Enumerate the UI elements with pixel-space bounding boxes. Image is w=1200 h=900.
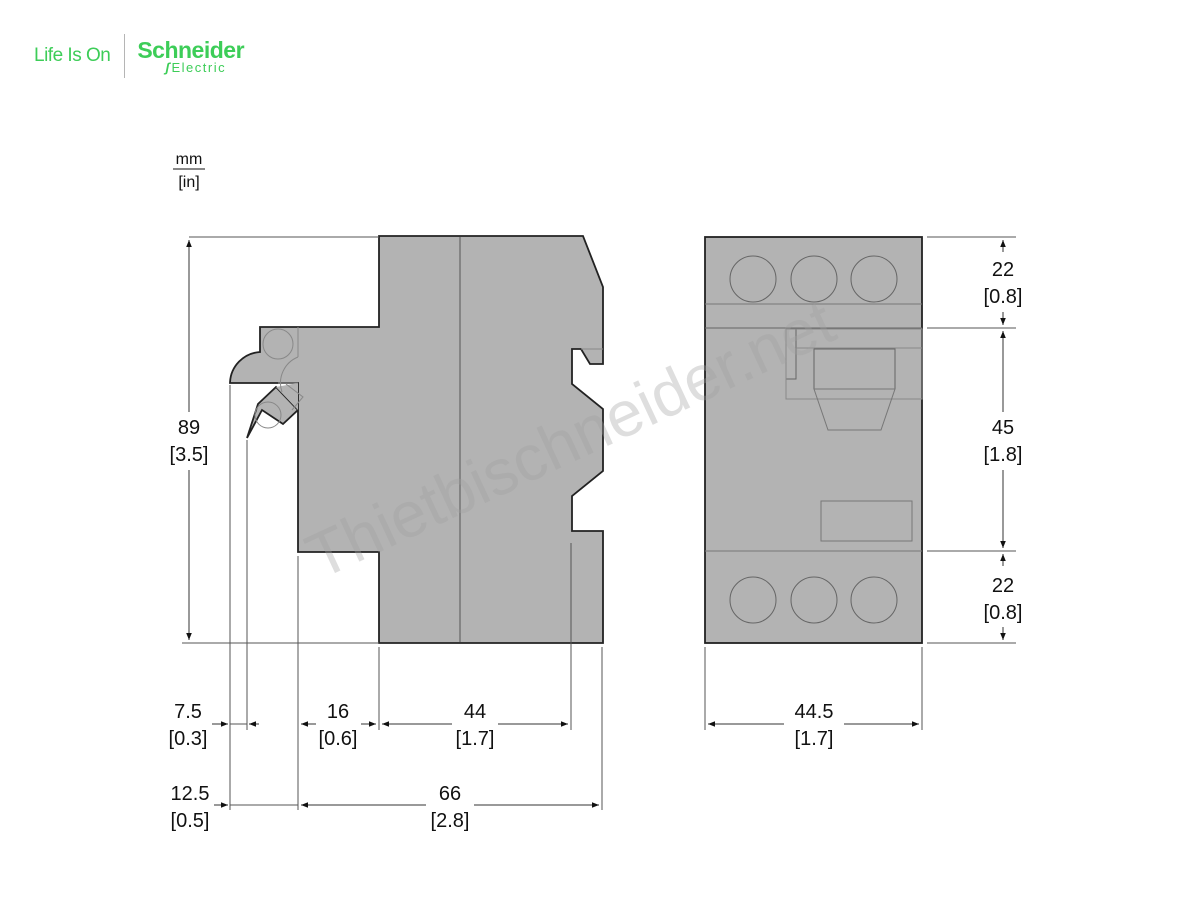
dim-7-5-in: [0.3] [169,728,208,750]
dim-66-mm: 66 [439,783,461,805]
dim-front-bottom-in: [0.8] [984,602,1023,624]
tagline-life-is-on: Life Is On [34,45,111,66]
terminal-bottom-1 [729,576,777,624]
terminal-bottom-3 [850,576,898,624]
dim-12-5-mm: 12.5 [171,783,210,805]
front-view: 22 [0.8] 45 [1.8] 22 [0.8] 44.5 [1.7] [704,236,1023,750]
label-window [820,500,913,542]
dim-front-middle-mm: 45 [992,417,1014,439]
brand-subtitle-text: Electric [171,59,227,75]
terminal-top-1 [729,255,777,303]
side-view-body [229,235,604,644]
dim-66-in: [2.8] [431,810,470,832]
dim-height-in: [3.5] [170,444,209,466]
dim-12-5-in: [0.5] [171,810,210,832]
units-legend: mm [in] [173,151,205,191]
terminal-bottom-2 [790,576,838,624]
dim-44-mm: 44 [464,701,486,723]
dim-44-in: [1.7] [456,728,495,750]
dim-16-in: [0.6] [319,728,358,750]
logo-divider [124,34,126,78]
side-view: 89 [3.5] 7.5 [0.3] 16 [0.6] 44 [1.7] 12.… [169,235,604,832]
dim-7-5-mm: 7.5 [174,701,202,723]
terminal-top-2 [790,255,838,303]
unit-in: [in] [178,174,199,191]
dim-front-middle-in: [1.8] [984,444,1023,466]
front-view-body [704,236,923,644]
dim-height-mm: 89 [178,417,200,439]
dim-front-bottom-mm: 22 [992,575,1014,597]
dim-16-mm: 16 [327,701,349,723]
terminal-top-3 [850,255,898,303]
dim-front-top-in: [0.8] [984,286,1023,308]
dim-front-top-mm: 22 [992,259,1014,281]
dim-front-width-in: [1.7] [795,728,834,750]
dim-front-width-mm: 44.5 [795,701,834,723]
schneider-mark-icon: ʃ [165,59,170,75]
rotary-knob [813,388,896,431]
brand-name: Schneider [137,36,245,63]
unit-mm: mm [176,151,203,168]
